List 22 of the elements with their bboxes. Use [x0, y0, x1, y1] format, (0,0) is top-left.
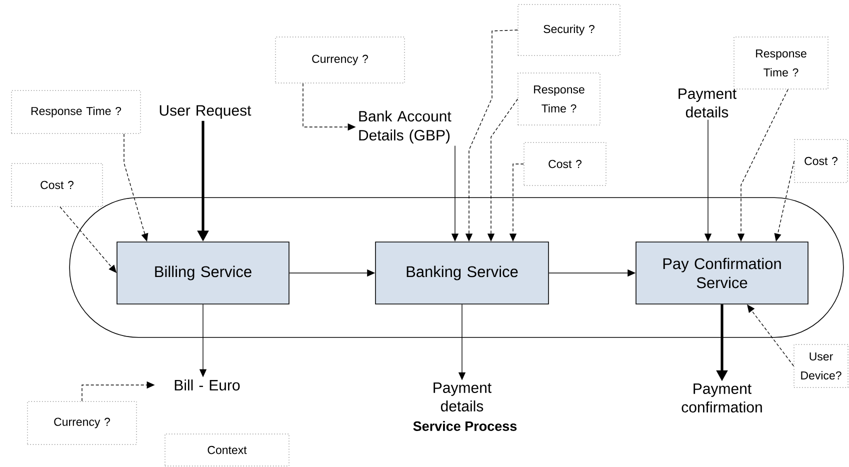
annotation-box: Currency ?	[27, 401, 137, 445]
flow-label: User Request	[160, 105, 252, 119]
flow-label: Payment confirmation	[682, 384, 762, 412]
service-box: Pay Confirmation Service	[636, 242, 808, 304]
annotation-box: Cost ?	[11, 163, 103, 207]
annotation-box: Response Time ?	[734, 36, 828, 90]
annotation-box: Response Time ?	[11, 90, 141, 134]
flow-label: Bill - Euro	[174, 380, 240, 390]
annotation-box: Security ?	[518, 4, 620, 56]
annotation-box: Cost ?	[794, 139, 848, 183]
flow-label: Payment details	[434, 382, 492, 412]
caption: Service Process	[413, 421, 517, 431]
annotation-box: Context	[164, 434, 290, 466]
process-boundary	[69, 197, 844, 338]
annotation-box: Response Time ?	[518, 72, 600, 126]
flow-label: Payment details	[678, 88, 736, 118]
service-box: Billing Service	[116, 242, 290, 304]
flow-label: Bank Account Details (GBP)	[359, 110, 452, 144]
service-box: Banking Service	[375, 242, 549, 304]
annotation-box: Currency ?	[275, 36, 405, 84]
annotation-box: User Device?	[794, 344, 848, 388]
annotation-box: Cost ?	[524, 142, 606, 186]
